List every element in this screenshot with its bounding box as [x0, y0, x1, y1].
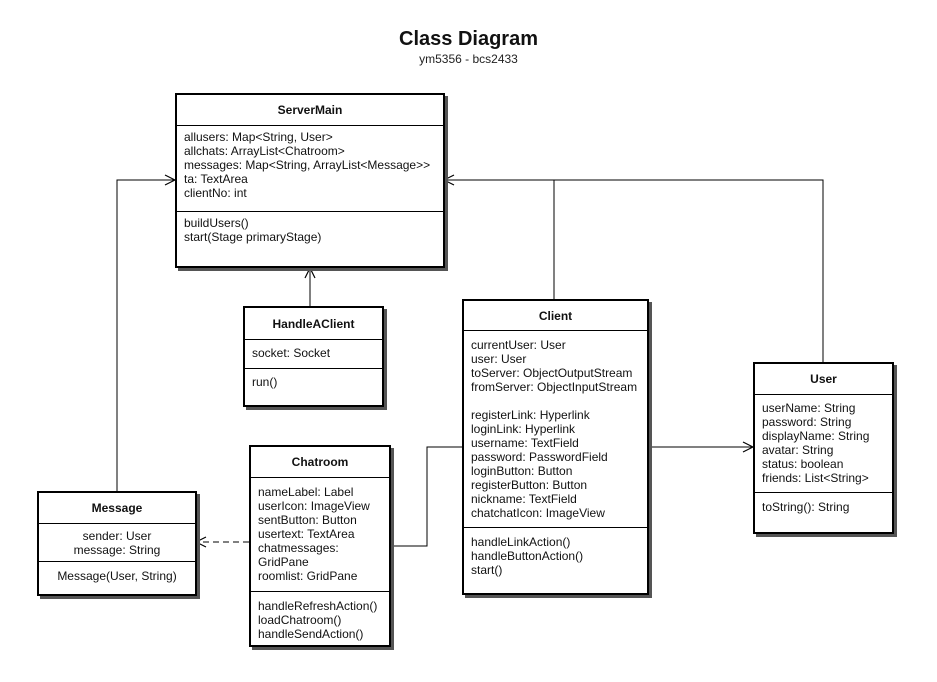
handleaclient-methods: run(): [245, 369, 382, 393]
user-attr: avatar: String: [762, 443, 834, 457]
client-attr: registerButton: Button: [471, 478, 588, 492]
servermain-attr: ta: TextArea: [184, 172, 248, 186]
chatroom-attr: GridPane: [258, 555, 309, 569]
chatroom-attr: nameLabel: Label: [258, 485, 354, 499]
servermain-name: ServerMain: [177, 95, 443, 126]
class-chatroom: Chatroom nameLabel: Label userIcon: Imag…: [249, 445, 391, 647]
chatroom-attr: sentButton: Button: [258, 513, 357, 527]
class-client: Client currentUser: User user: User toSe…: [462, 299, 649, 595]
client-attr-spacer: [471, 394, 640, 408]
client-attr: fromServer: ObjectInputStream: [471, 380, 638, 394]
diagram-title: Class Diagram: [399, 28, 538, 50]
user-attr: userName: String: [762, 401, 856, 415]
chatroom-methods: handleRefreshAction() loadChatroom() han…: [251, 592, 389, 645]
diagram-subtitle: ym5356 - bcs2433: [419, 52, 518, 66]
user-attr: displayName: String: [762, 429, 870, 443]
message-method: Message(User, String): [57, 569, 177, 583]
user-attr: friends: List<String>: [762, 471, 869, 485]
servermain-attr: allusers: Map<String, User>: [184, 130, 333, 144]
client-attr: loginLink: Hyperlink: [471, 422, 576, 436]
client-attr: loginButton: Button: [471, 464, 573, 478]
client-servermain-association: [444, 180, 555, 299]
chatroom-attr: usertext: TextArea: [258, 527, 355, 541]
client-attr: chatchatIcon: ImageView: [471, 506, 605, 520]
chatroom-method: handleRefreshAction(): [258, 599, 378, 613]
message-attr: sender: User: [82, 529, 152, 543]
chatroom-attr: chatmessages:: [258, 541, 339, 555]
servermain-attributes: allusers: Map<String, User> allchats: Ar…: [177, 126, 443, 212]
client-method: handleButtonAction(): [471, 549, 584, 563]
user-method: toString(): String: [762, 500, 850, 514]
handleaclient-attributes: socket: Socket: [245, 340, 382, 369]
handleaclient-attr: socket: Socket: [252, 346, 331, 360]
class-message: Message sender: User message: String Mes…: [37, 491, 197, 596]
message-attributes: sender: User message: String: [39, 524, 195, 562]
servermain-method: buildUsers(): [184, 216, 249, 230]
servermain-attr: allchats: ArrayList<Chatroom>: [184, 144, 345, 158]
message-methods: Message(User, String): [39, 562, 195, 587]
client-method: handleLinkAction(): [471, 535, 571, 549]
servermain-attr: messages: Map<String, ArrayList<Message>…: [184, 158, 431, 172]
client-attr: nickname: TextField: [471, 492, 577, 506]
handleaclient-name: HandleAClient: [245, 308, 382, 340]
user-name: User: [755, 364, 892, 395]
chatroom-client-association: [390, 446, 462, 547]
user-methods: toString(): String: [755, 493, 892, 518]
client-attr: currentUser: User: [471, 338, 566, 352]
chatroom-name: Chatroom: [251, 447, 389, 478]
chatroom-attr: userIcon: ImageView: [258, 499, 370, 513]
servermain-attr: clientNo: int: [184, 186, 247, 200]
servermain-methods: buildUsers() start(Stage primaryStage): [177, 212, 443, 248]
class-handleaclient: HandleAClient socket: Socket run(): [243, 306, 384, 407]
client-name: Client: [464, 301, 647, 331]
user-attr: password: String: [762, 415, 852, 429]
chatroom-attributes: nameLabel: Label userIcon: ImageView sen…: [251, 478, 389, 592]
chatroom-method: handleSendAction(): [258, 627, 364, 641]
client-attr: registerLink: Hyperlink: [471, 408, 590, 422]
message-servermain-association: [116, 180, 175, 491]
class-user: User userName: String password: String d…: [753, 362, 894, 534]
servermain-method: start(Stage primaryStage): [184, 230, 322, 244]
class-servermain: ServerMain allusers: Map<String, User> a…: [175, 93, 445, 268]
message-attr: message: String: [73, 543, 161, 557]
client-attr: username: TextField: [471, 436, 579, 450]
chatroom-attr: roomlist: GridPane: [258, 569, 358, 583]
user-attributes: userName: String password: String displa…: [755, 395, 892, 493]
client-attr: password: PasswordField: [471, 450, 608, 464]
client-attr: toServer: ObjectOutputStream: [471, 366, 633, 380]
message-name: Message: [39, 493, 195, 524]
client-attr: user: User: [471, 352, 527, 366]
client-method: start(): [471, 563, 503, 577]
user-attr: status: boolean: [762, 457, 844, 471]
chatroom-method: loadChatroom(): [258, 613, 342, 627]
user-servermain-association: [554, 179, 824, 362]
handleaclient-method: run(): [252, 375, 278, 389]
client-attributes: currentUser: User user: User toServer: O…: [464, 331, 647, 528]
client-methods: handleLinkAction() handleButtonAction() …: [464, 528, 647, 581]
